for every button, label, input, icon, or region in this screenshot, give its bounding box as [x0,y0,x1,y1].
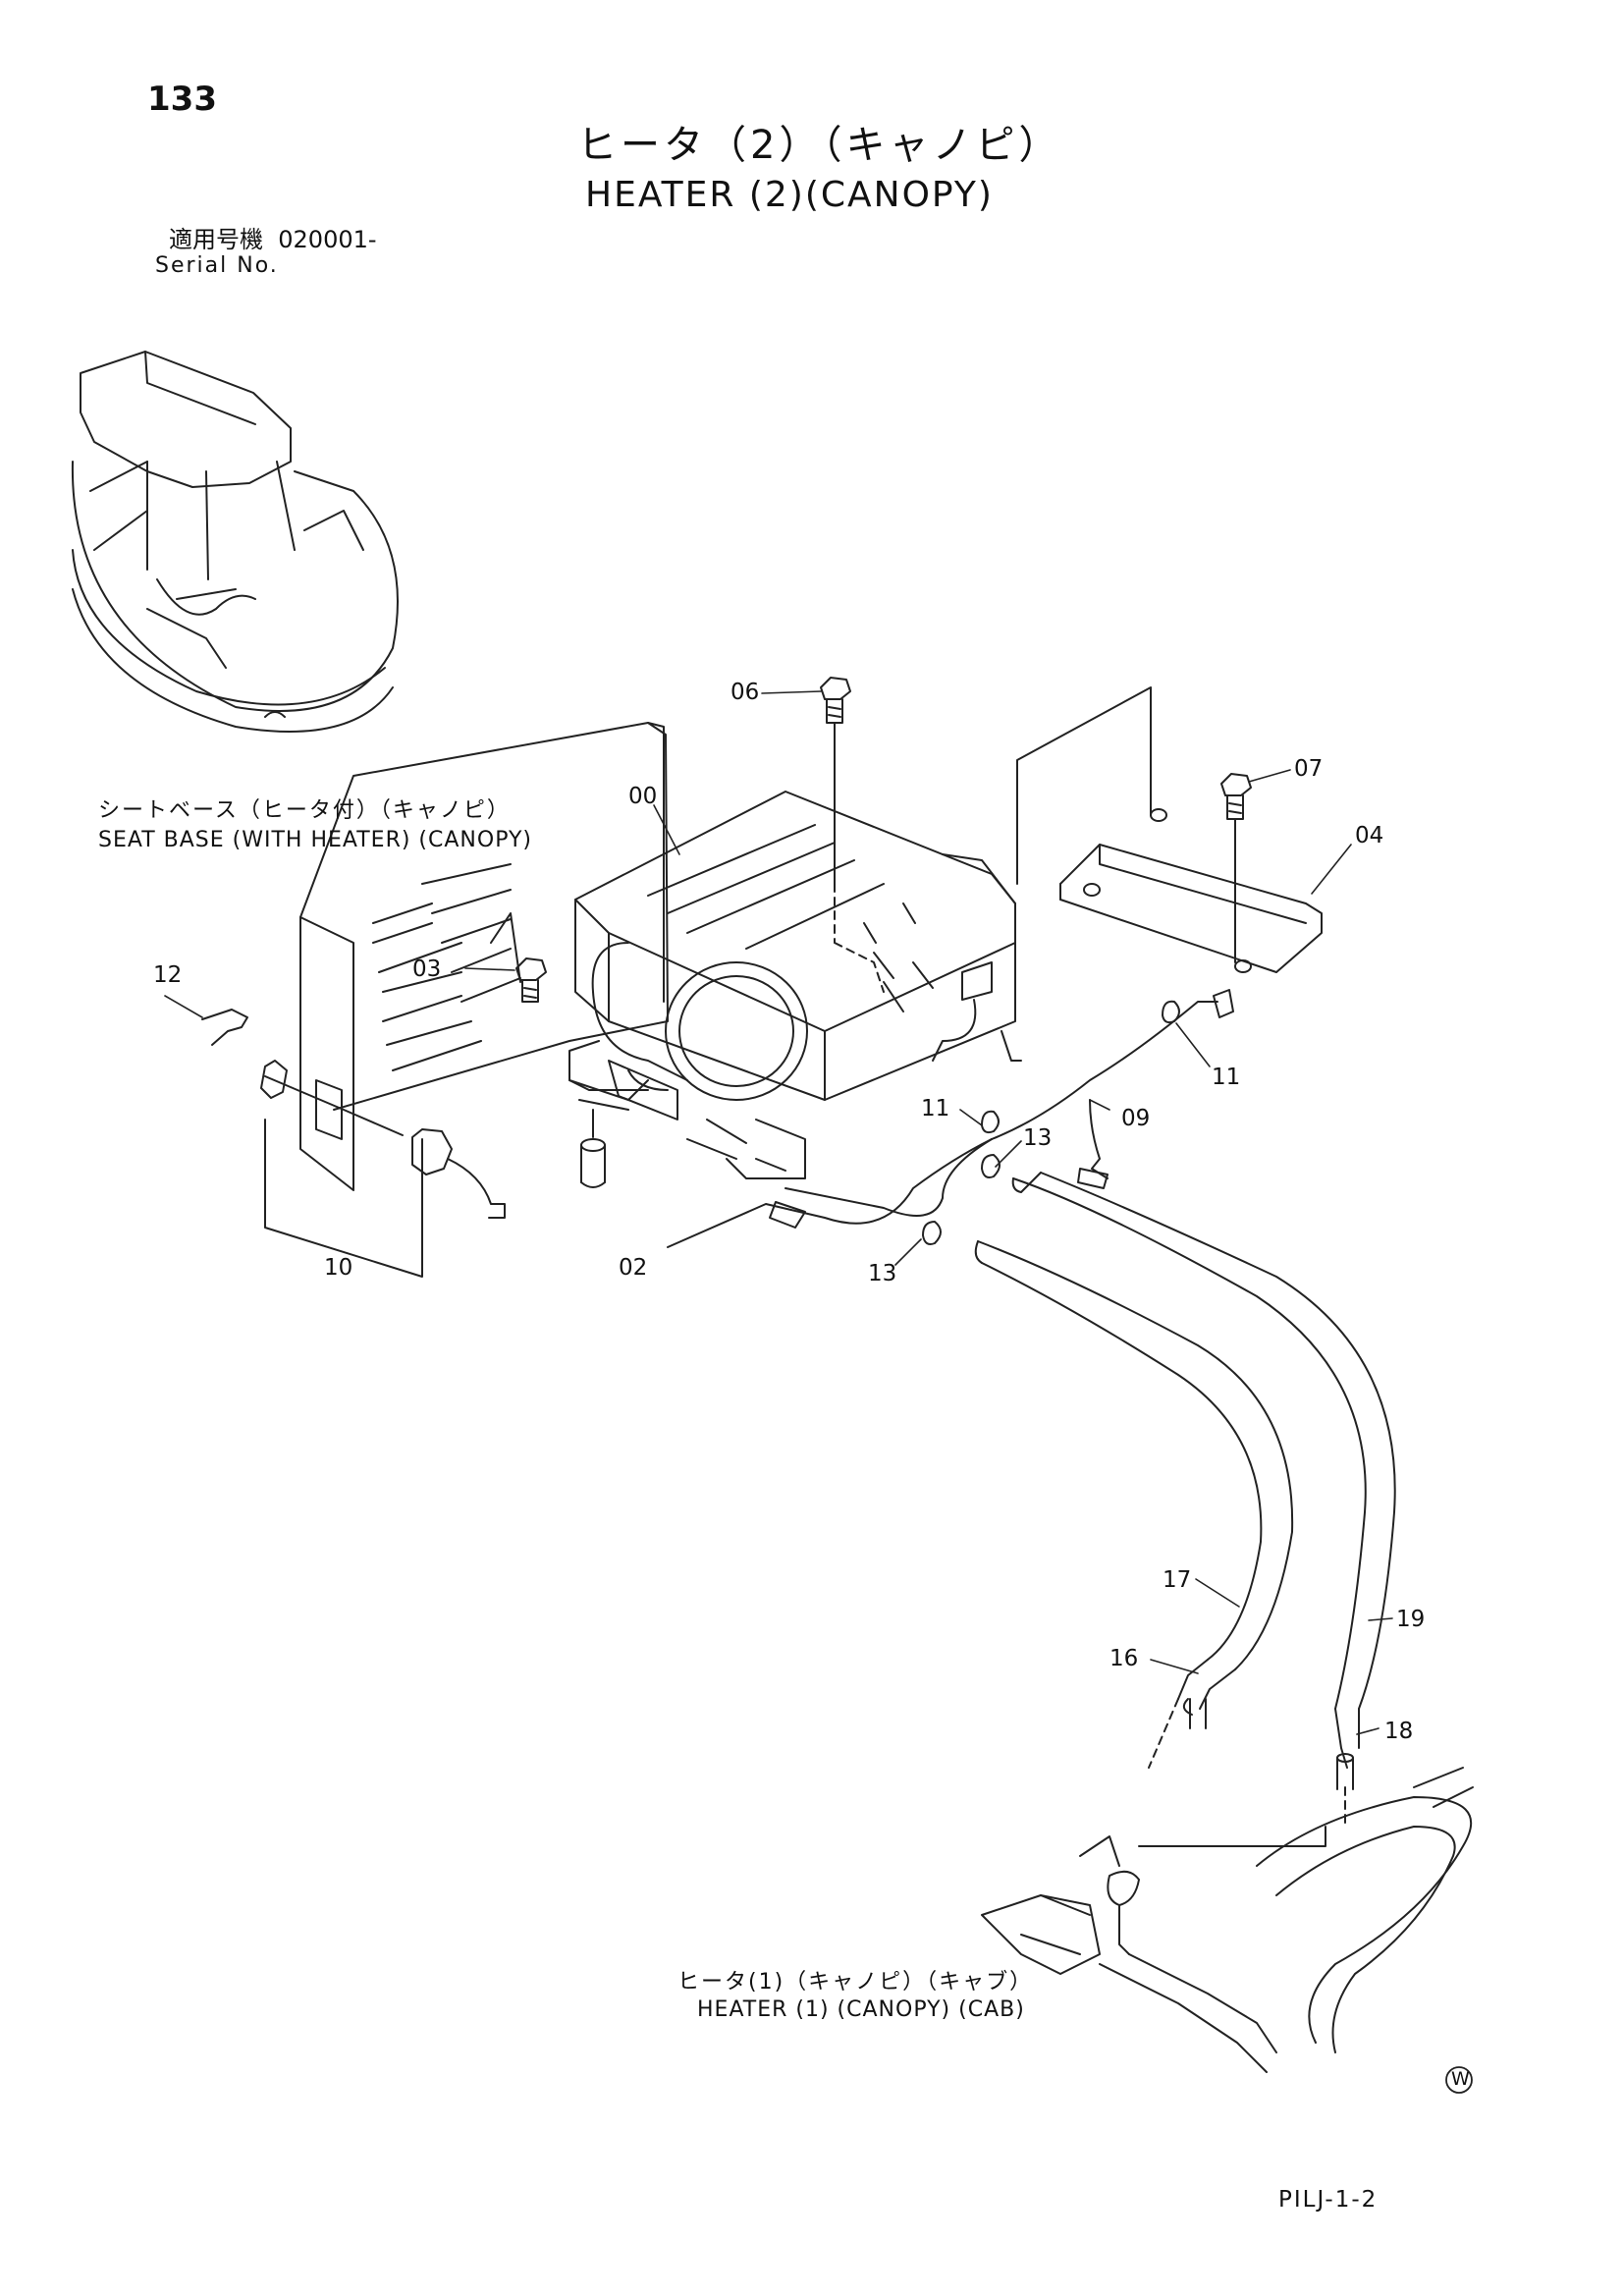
serial-label-english: Serial No. [155,253,279,278]
page-code: PILJ-1-2 [1278,2187,1379,2213]
seat-base-label-japanese: シートベース（ヒータ付）（キャノピ） [98,798,511,823]
w-symbol-circle [1446,2067,1472,2093]
leader-lines [165,691,1392,1734]
bolt-07-drawing [1221,774,1251,962]
callout-17: 17 [1163,1567,1192,1593]
callout-02: 02 [619,1255,648,1281]
machine-overview-drawing [73,352,398,732]
hoses-drawing [976,1173,1395,1789]
callout-09: 09 [1121,1106,1151,1131]
callout-19: 19 [1396,1607,1426,1632]
w-symbol: W [1451,2068,1470,2090]
callout-16: 16 [1109,1646,1139,1671]
callout-11-lower: 11 [921,1096,950,1121]
serial-number-value: 020001- [278,226,377,253]
bracket-drawing [1060,809,1322,972]
serial-number-line: 適用号機 020001- [169,228,377,251]
callout-03: 03 [412,957,442,982]
callout-13-upper: 13 [1023,1125,1053,1151]
callout-10: 10 [324,1255,353,1281]
heater1-label-japanese: ヒータ(1)（キャノピ）（キャブ） [677,1970,1034,1995]
assembly-line [1017,687,1151,884]
wire-harness-drawing [668,990,1233,1247]
heater1-label-english: HEATER (1) (CANOPY) (CAB) [697,1997,1025,2022]
switch-assembly-drawing [202,1010,505,1277]
hose-dashed-line [1149,1699,1345,1827]
callout-18: 18 [1384,1719,1414,1744]
bolt-03-drawing [516,958,546,1002]
seat-base-label-english: SEAT BASE (WITH HEATER) (CANOPY) [98,828,532,852]
page-title-english: HEATER (2)(CANOPY) [585,175,994,215]
seat-base-drawing [300,723,668,1190]
callout-07: 07 [1294,756,1324,782]
heater1-partial-drawing [982,1768,1473,2072]
callout-11-upper: 11 [1212,1065,1241,1090]
callout-04: 04 [1355,823,1384,848]
callout-06: 06 [730,680,760,705]
page-number: 133 [147,80,217,119]
callout-12: 12 [153,962,183,988]
callout-00: 00 [628,784,658,809]
page-title-japanese: ヒータ（2）（キャノピ） [577,123,1062,168]
heater-unit-drawing [569,792,1021,1178]
spacer-02-drawing [581,1110,605,1187]
callout-13-lower: 13 [868,1261,897,1286]
bolt-06-drawing [821,678,850,884]
serial-label-japanese: 適用号機 [169,226,263,253]
